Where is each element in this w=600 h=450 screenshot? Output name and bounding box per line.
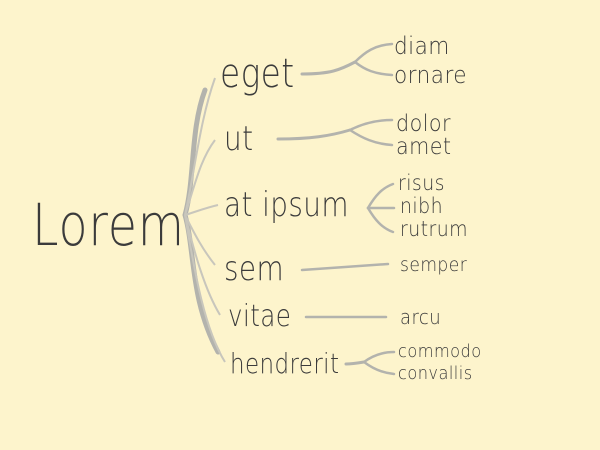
branch-sem: sem xyxy=(224,249,285,289)
branch-line-hendrerit xyxy=(344,360,366,366)
branch-hendrerit: hendrerit xyxy=(230,347,340,380)
spoke-at-ipsum xyxy=(184,204,219,216)
spoke-hendrerit xyxy=(184,214,226,363)
spoke-vitae xyxy=(184,214,221,316)
root-node: Lorem xyxy=(32,191,185,259)
leaf-line-ornare xyxy=(353,60,394,77)
branch-eget: eget xyxy=(220,51,295,97)
spoke-sem xyxy=(184,214,216,266)
branch-at-ipsum: at ipsum xyxy=(224,185,349,225)
branch-line-ut xyxy=(276,128,352,141)
branch-vitae: vitae xyxy=(228,299,292,334)
leaf-nibh: nibh xyxy=(400,194,444,218)
leaf-line-dolor xyxy=(348,118,394,132)
leaf-line-risus xyxy=(366,182,395,210)
leaf-line-commodo xyxy=(362,350,396,364)
leaf-line-diam xyxy=(353,42,394,64)
leaf-commodo: commodo xyxy=(398,341,482,362)
branch-ut: ut xyxy=(224,119,254,159)
leaf-diam: diam xyxy=(394,32,450,60)
spoke-eget xyxy=(184,77,216,216)
leaf-line-amet xyxy=(348,128,394,147)
leaf-convallis: convallis xyxy=(398,363,473,384)
leaf-line-convallis xyxy=(362,360,396,376)
leaf-semper: semper xyxy=(400,254,468,276)
leaf-line-semper xyxy=(300,262,390,272)
leaf-rutrum: rutrum xyxy=(400,217,469,241)
leaf-line-rutrum xyxy=(366,206,395,234)
leaf-ornare: ornare xyxy=(394,61,468,89)
branch-line-eget xyxy=(300,60,357,76)
leaf-dolor: dolor xyxy=(396,111,451,137)
leaf-amet: amet xyxy=(396,134,452,160)
leaf-risus: risus xyxy=(398,171,445,195)
leaf-arcu: arcu xyxy=(400,305,442,329)
spoke-ut xyxy=(184,139,216,216)
